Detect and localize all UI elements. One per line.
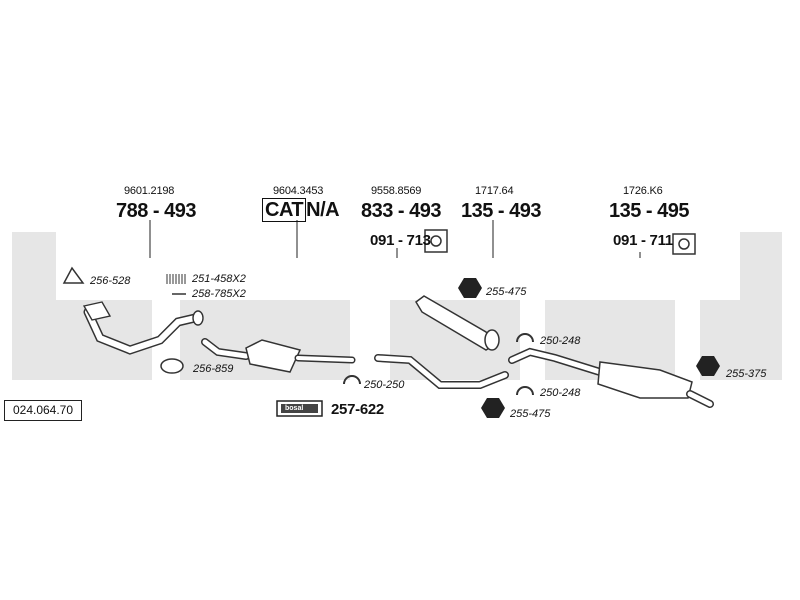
- label-258-785: 258-785X2: [192, 288, 246, 300]
- clamp-250-248-b-icon: [516, 386, 534, 396]
- label-257-622: 257-622: [331, 401, 384, 418]
- label-250-248-b: 250-248: [540, 387, 581, 399]
- label-250-250: 250-250: [364, 379, 405, 391]
- rubber-mount-833-icon: [424, 229, 448, 253]
- rubber-mount-091-icon: [672, 233, 696, 255]
- gasket-256-528-icon: [62, 266, 85, 284]
- catalog-number: 024.064.70: [4, 400, 82, 421]
- part-135-495: 135 - 495: [609, 200, 690, 222]
- cat-box: CAT: [262, 198, 307, 222]
- label-255-375: 255-375: [726, 368, 767, 380]
- bosal-box-icon: [276, 400, 323, 417]
- label-255-475-b: 255-475: [510, 408, 551, 420]
- clamp-250-250-icon: [343, 375, 361, 385]
- label-256-859: 256-859: [193, 363, 234, 375]
- intermediate-pipe: [374, 354, 509, 389]
- label-250-248-a: 250-248: [540, 335, 581, 347]
- label-251-458: 251-458X2: [192, 273, 246, 285]
- front-pipe: [82, 301, 204, 355]
- part-091-713: 091 - 713: [370, 232, 431, 249]
- catalytic-converter: [201, 338, 356, 373]
- cat-rest: N/A: [306, 199, 340, 221]
- part-091-711: 091 - 711: [613, 232, 673, 249]
- label-255-475-a: 255-475: [486, 286, 527, 298]
- nut-255-475-a-icon: [458, 278, 482, 298]
- rear-silencer: [508, 347, 714, 408]
- bosal-box-badge: bosal: [285, 405, 304, 412]
- part-833-493: 833 - 493: [361, 200, 442, 222]
- label-256-528: 256-528: [90, 275, 131, 287]
- gasket-256-859-icon: [160, 358, 184, 374]
- ref-1717-64: 1717.64: [475, 185, 514, 197]
- spring-icon: [166, 274, 186, 284]
- part-135-493: 135 - 493: [461, 200, 542, 222]
- middle-muffler: [415, 295, 500, 351]
- ref-9558-8569: 9558.8569: [371, 185, 422, 197]
- ref-9601-2198: 9601.2198: [124, 185, 175, 197]
- ref-1726-k6: 1726.K6: [623, 185, 663, 197]
- nut-255-375-icon: [696, 356, 720, 376]
- ref-9604-3453: 9604.3453: [273, 185, 324, 197]
- nut-255-475-b-icon: [481, 398, 505, 418]
- leader-lines: [149, 220, 641, 258]
- clamp-250-248-a-icon: [516, 333, 534, 343]
- part-788-493: 788 - 493: [116, 200, 197, 222]
